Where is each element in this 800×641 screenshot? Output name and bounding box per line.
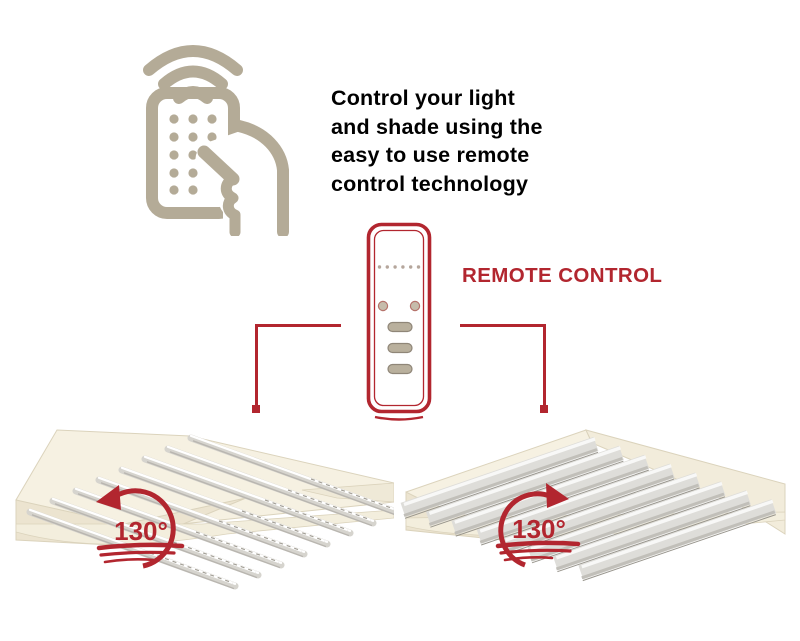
remote-device-illustration: [366, 222, 432, 421]
intro-line-3: easy to use remote: [331, 143, 530, 168]
intro-line-4: control technology: [331, 171, 529, 196]
connector-right-horizontal: [460, 324, 546, 327]
intro-line-2: and shade using the: [331, 114, 543, 139]
rotation-angle-label: 130°: [114, 516, 168, 546]
remote-pill-buttons: [387, 321, 413, 375]
intro-text: Control your light and shade using the e…: [331, 84, 571, 198]
pergola-louvers-open: 130°: [15, 429, 394, 604]
connector-right-vertical: [543, 324, 546, 408]
connector-right-endpoint: [540, 405, 548, 413]
hand-icon: [195, 120, 295, 236]
brush-strokes: [495, 540, 581, 562]
intro-line-1: Control your light: [331, 86, 515, 110]
connector-left-vertical: [255, 324, 258, 408]
remote-indicator-dots: [377, 265, 421, 269]
rotate-counterclockwise-arrow-icon: [96, 485, 176, 569]
closed-louvers: [403, 439, 776, 581]
remote-control-label: REMOTE CONTROL: [462, 264, 663, 287]
connector-left-endpoint: [252, 405, 260, 413]
rotation-angle-label: 130°: [512, 514, 566, 544]
remote-control-hand-icon: [143, 45, 295, 236]
pergola-louvers-closed: 130°: [400, 429, 786, 604]
connector-left-horizontal: [255, 324, 341, 327]
remote-base-edge: [374, 415, 424, 421]
rotate-clockwise-arrow-icon: [498, 483, 569, 568]
remote-round-buttons: [377, 300, 421, 312]
brush-strokes: [96, 542, 185, 564]
